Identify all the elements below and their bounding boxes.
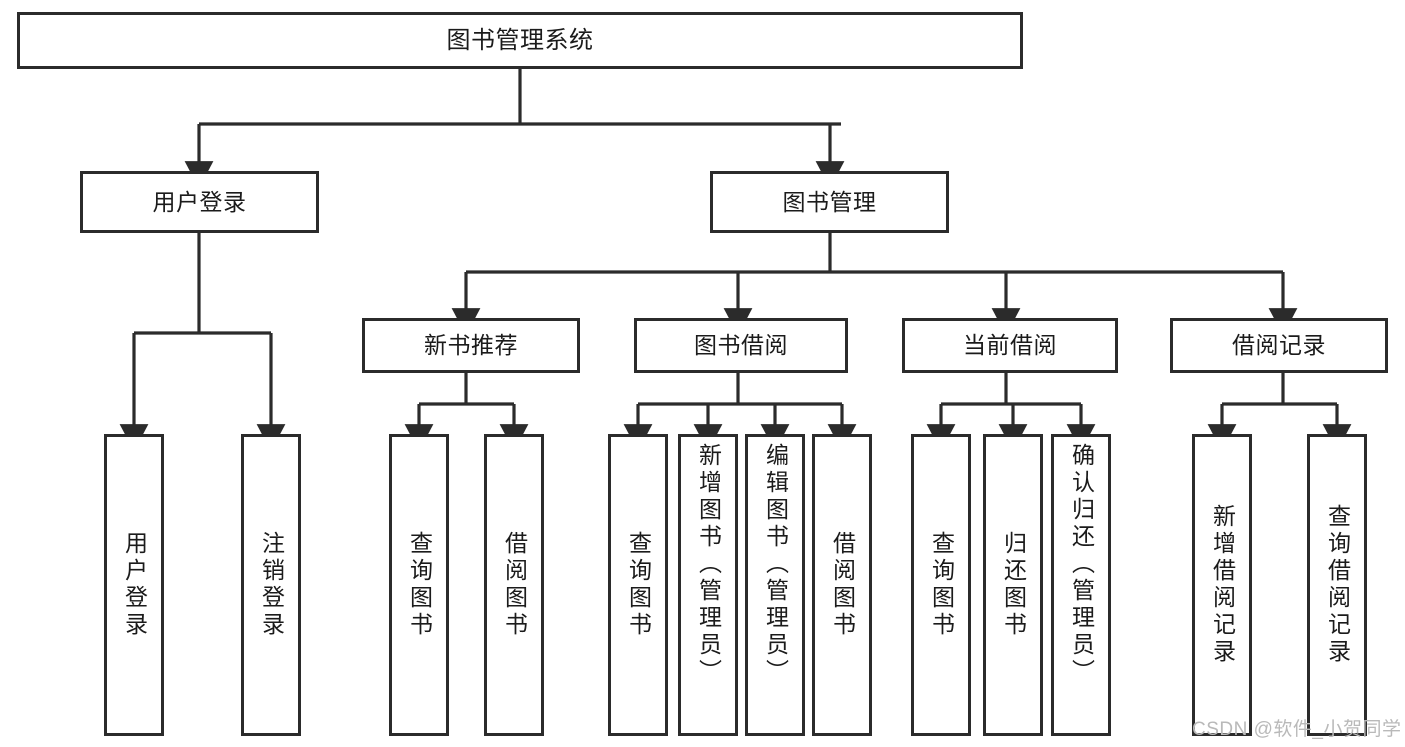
node-leaf-add-book-admin-label: 新增图书（管理员） <box>695 443 722 686</box>
node-leaf-return-book[interactable]: 归还图书 <box>983 434 1043 736</box>
node-leaf-edit-book-admin-label: 编辑图书（管理员） <box>762 443 789 686</box>
node-user-login-label: 用户登录 <box>152 188 247 215</box>
node-current-borrow[interactable]: 当前借阅 <box>902 318 1118 373</box>
node-leaf-borrow-book-1[interactable]: 借阅图书 <box>484 434 544 736</box>
node-leaf-borrow-book-1-label: 借阅图书 <box>501 531 528 639</box>
node-root-label: 图书管理系统 <box>446 26 594 54</box>
node-book-borrow[interactable]: 图书借阅 <box>634 318 848 373</box>
node-leaf-borrow-book-2[interactable]: 借阅图书 <box>812 434 872 736</box>
node-leaf-query-borrow-record[interactable]: 查询借阅记录 <box>1307 434 1367 736</box>
node-leaf-user-login-label: 用户登录 <box>121 531 148 639</box>
node-leaf-add-borrow-record-label: 新增借阅记录 <box>1209 504 1236 666</box>
node-borrow-record[interactable]: 借阅记录 <box>1170 318 1388 373</box>
node-root[interactable]: 图书管理系统 <box>17 12 1023 69</box>
node-leaf-confirm-return-admin-label: 确认归还（管理员） <box>1068 443 1095 686</box>
node-new-book-recommend[interactable]: 新书推荐 <box>362 318 580 373</box>
node-current-borrow-label: 当前借阅 <box>963 332 1057 359</box>
node-borrow-record-label: 借阅记录 <box>1232 332 1326 359</box>
node-leaf-edit-book-admin[interactable]: 编辑图书（管理员） <box>745 434 805 736</box>
node-leaf-query-book-2-label: 查询图书 <box>625 531 652 639</box>
node-leaf-logout-login-label: 注销登录 <box>258 531 285 639</box>
node-leaf-query-book-3-label: 查询图书 <box>928 531 955 639</box>
watermark: CSDN @软件_小贺同学 <box>1192 719 1402 740</box>
node-book-manage[interactable]: 图书管理 <box>710 171 949 233</box>
node-leaf-user-login[interactable]: 用户登录 <box>104 434 164 736</box>
node-leaf-query-book-1[interactable]: 查询图书 <box>389 434 449 736</box>
node-leaf-query-borrow-record-label: 查询借阅记录 <box>1324 504 1351 666</box>
node-leaf-query-book-3[interactable]: 查询图书 <box>911 434 971 736</box>
node-user-login[interactable]: 用户登录 <box>80 171 319 233</box>
node-leaf-add-book-admin[interactable]: 新增图书（管理员） <box>678 434 738 736</box>
node-book-manage-label: 图书管理 <box>782 188 877 215</box>
node-leaf-logout-login[interactable]: 注销登录 <box>241 434 301 736</box>
node-leaf-query-book-2[interactable]: 查询图书 <box>608 434 668 736</box>
node-leaf-query-book-1-label: 查询图书 <box>406 531 433 639</box>
node-new-book-recommend-label: 新书推荐 <box>424 332 518 359</box>
node-leaf-borrow-book-2-label: 借阅图书 <box>829 531 856 639</box>
node-leaf-return-book-label: 归还图书 <box>1000 531 1027 639</box>
node-book-borrow-label: 图书借阅 <box>694 332 788 359</box>
node-leaf-confirm-return-admin[interactable]: 确认归还（管理员） <box>1051 434 1111 736</box>
node-leaf-add-borrow-record[interactable]: 新增借阅记录 <box>1192 434 1252 736</box>
